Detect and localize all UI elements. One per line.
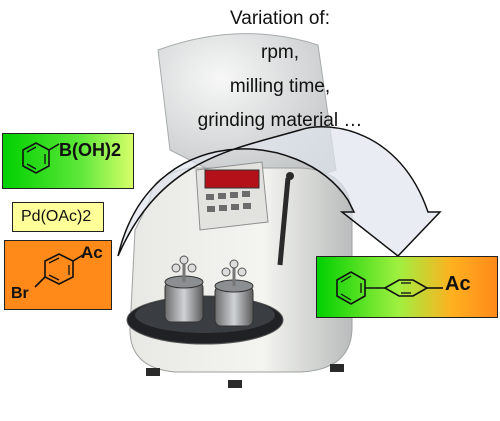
catalyst-label: Pd(OAc)2 (21, 208, 92, 225)
grinding-jar-left (164, 255, 204, 323)
aryl-bromide-box: Ac Br (4, 240, 112, 310)
title-line-4: grinding material … (197, 110, 363, 131)
benzene-ring-icon (22, 142, 60, 174)
boronic-acid-box: B(OH)2 (2, 133, 134, 189)
reaction-arrow (117, 126, 442, 258)
catalyst-box: Pd(OAc)2 (12, 202, 104, 232)
title-line-2: rpm, (261, 42, 299, 63)
product-acetyl-label: Ac (445, 273, 471, 295)
title-line-3: milling time, (229, 76, 331, 97)
boronic-acid-label: B(OH)2 (59, 140, 121, 160)
display-panel (204, 169, 260, 189)
biphenyl-structure-icon (336, 271, 443, 305)
grinding-jar-right (214, 259, 254, 327)
bromine-label: Br (11, 285, 29, 302)
acetyl-label: Ac (81, 243, 103, 262)
product-box: Ac (316, 256, 498, 318)
title-line-1: Variation of: (230, 8, 330, 29)
benzene-ring-icon (34, 253, 84, 288)
